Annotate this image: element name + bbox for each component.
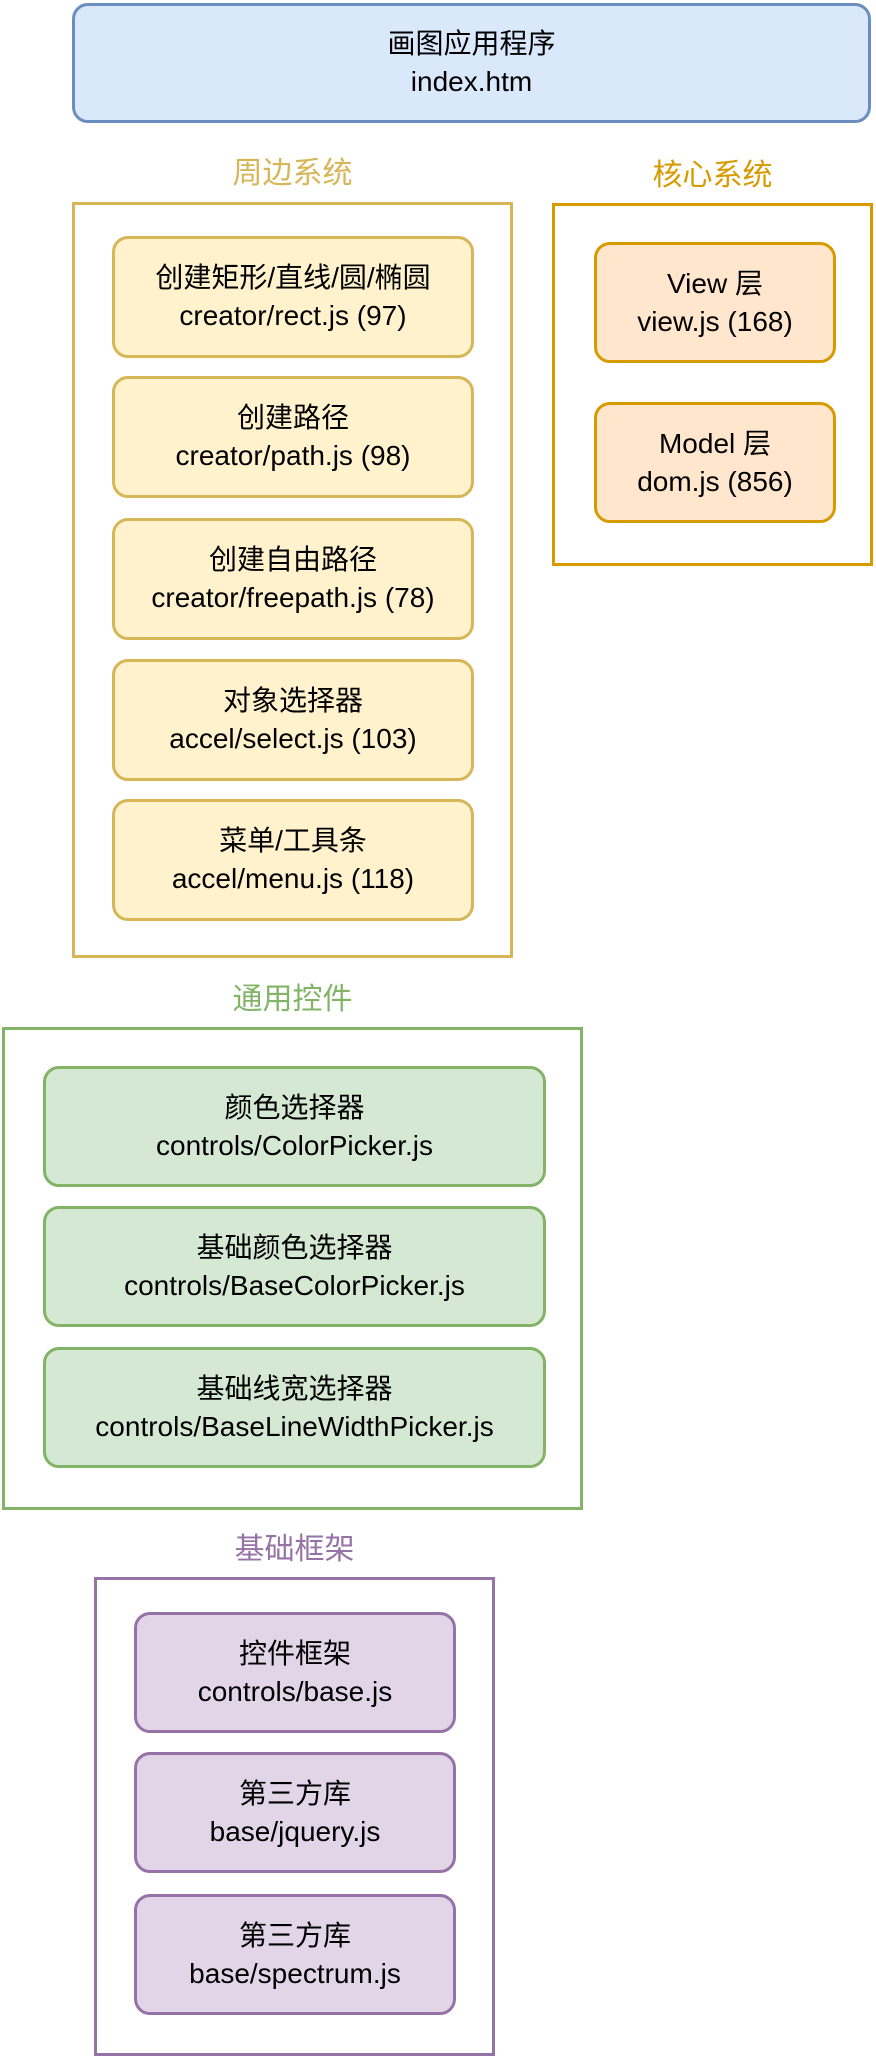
node-freepath-creator: 创建自由路径 creator/freepath.js (78): [112, 518, 474, 640]
node-title: 创建路径: [236, 402, 349, 433]
node-path-creator: 创建路径 creator/path.js (98): [112, 376, 474, 498]
node-title: 第三方库: [238, 1777, 351, 1809]
app-title: 画图应用程序: [387, 28, 556, 59]
group-framework: [94, 1577, 495, 2056]
node-menu-toolbar: 菜单/工具条 accel/menu.js (118): [112, 799, 474, 921]
node-file: creator/rect.js (97): [179, 300, 407, 331]
node-title: View 层: [667, 267, 763, 299]
group-title-framework: 基础框架: [234, 1533, 355, 1566]
app-file: index.htm: [410, 66, 533, 97]
node-file: accel/menu.js (118): [171, 863, 415, 894]
node-title: 第三方库: [238, 1919, 351, 1951]
node-model-layer: Model 层 dom.js (856): [594, 402, 836, 523]
node-base-color-picker: 基础颜色选择器 controls/BaseColorPicker.js: [43, 1206, 546, 1327]
node-jquery: 第三方库 base/jquery.js: [134, 1752, 456, 1873]
node-file: controls/ColorPicker.js: [156, 1129, 433, 1161]
node-file: view.js (168): [637, 305, 793, 337]
node-color-picker: 颜色选择器 controls/ColorPicker.js: [43, 1066, 546, 1187]
node-file: creator/freepath.js (78): [151, 582, 435, 613]
node-view-layer: View 层 view.js (168): [594, 242, 836, 363]
group-peripheral: [72, 202, 513, 958]
node-rect-creator: 创建矩形/直线/圆/椭圆 creator/rect.js (97): [112, 236, 474, 358]
app-node: 画图应用程序 index.htm: [72, 3, 871, 123]
node-base-linewidth-picker: 基础线宽选择器 controls/BaseLineWidthPicker.js: [43, 1347, 546, 1468]
node-title: 对象选择器: [222, 685, 363, 716]
node-title: 颜色选择器: [224, 1091, 365, 1123]
node-file: accel/select.js (103): [169, 723, 417, 754]
node-controls-base: 控件框架 controls/base.js: [134, 1612, 456, 1733]
node-file: controls/base.js: [197, 1675, 393, 1707]
node-file: controls/BaseColorPicker.js: [124, 1269, 465, 1301]
node-spectrum: 第三方库 base/spectrum.js: [134, 1894, 456, 2015]
node-file: dom.js (856): [637, 465, 793, 497]
node-title: 创建矩形/直线/圆/椭圆: [155, 262, 431, 293]
node-file: base/jquery.js: [209, 1815, 381, 1847]
node-file: creator/path.js (98): [175, 440, 411, 471]
group-core: [552, 203, 873, 566]
group-controls: [2, 1027, 583, 1510]
node-file: controls/BaseLineWidthPicker.js: [95, 1410, 494, 1442]
node-title: Model 层: [658, 427, 772, 459]
group-title-peripheral: 周边系统: [232, 157, 353, 190]
group-title-core: 核心系统: [652, 159, 773, 192]
node-title: 控件框架: [238, 1637, 351, 1669]
node-title: 基础线宽选择器: [196, 1372, 393, 1404]
node-title: 基础颜色选择器: [196, 1231, 393, 1263]
node-title: 菜单/工具条: [219, 825, 367, 856]
node-object-selector: 对象选择器 accel/select.js (103): [112, 659, 474, 781]
node-file: base/spectrum.js: [189, 1957, 401, 1989]
node-title: 创建自由路径: [208, 544, 377, 575]
group-title-controls: 通用控件: [232, 983, 353, 1016]
